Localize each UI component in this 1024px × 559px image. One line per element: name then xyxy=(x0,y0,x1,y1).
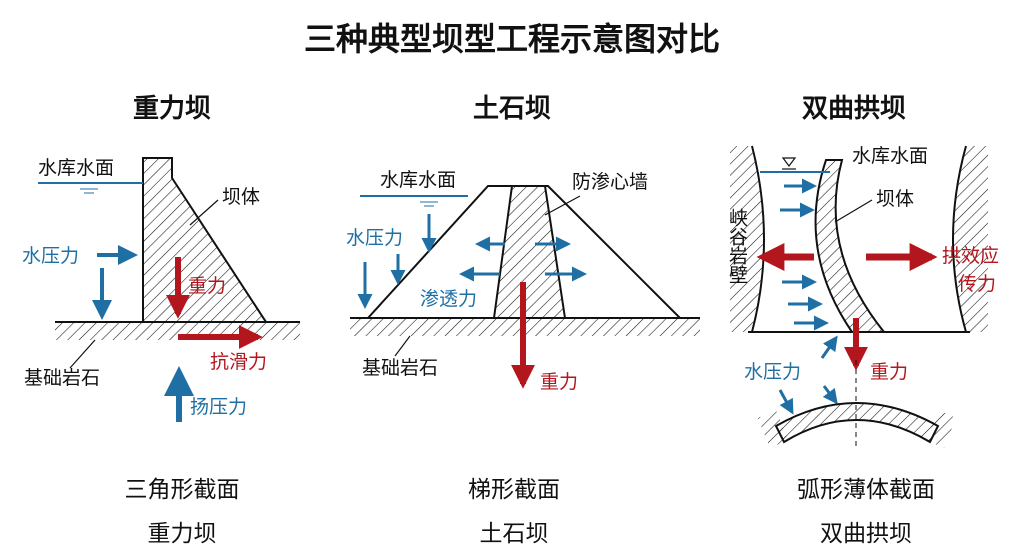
water-pressure-arrow xyxy=(820,335,838,359)
water-level-triangle xyxy=(781,157,797,167)
core-wall-leader xyxy=(544,195,581,216)
right-canyon-edge xyxy=(952,145,967,333)
caption-shape: 弧形薄体截面 xyxy=(797,477,935,503)
anti-slide-label: 抗滑力 xyxy=(210,351,267,373)
canyon-wall-label: 峡谷岩壁 xyxy=(726,208,748,284)
gravity-dam-body xyxy=(142,157,268,323)
bedrock-label: 基础岩石 xyxy=(362,357,438,379)
gravity-label: 重力 xyxy=(188,275,226,297)
gravity-label: 重力 xyxy=(540,371,578,393)
right-canyon-wall xyxy=(953,146,988,332)
water-pressure-label: 水压力 xyxy=(346,227,403,249)
bedrock-leader xyxy=(69,339,96,369)
dam-body-leader xyxy=(189,199,219,226)
core-wall xyxy=(492,185,567,319)
arch-dam-panel: 双曲拱坝 水库水面 坝体 峡谷岩壁 拱效应 传力 xyxy=(726,94,999,547)
caption-name: 重力坝 xyxy=(148,521,217,547)
dam-body-label: 坝体 xyxy=(222,186,260,208)
caption-name: 双曲拱坝 xyxy=(820,521,912,547)
bedrock-label: 基础岩石 xyxy=(24,367,100,389)
panel-heading: 双曲拱坝 xyxy=(802,94,906,124)
gravity-label: 重力 xyxy=(870,361,908,383)
dam-body-leader xyxy=(834,199,873,223)
arch-thrust-label-1: 拱效应 xyxy=(942,245,999,267)
water-pressure-arrow xyxy=(778,389,794,415)
reservoir-label: 水库水面 xyxy=(380,169,456,191)
caption-name: 土石坝 xyxy=(480,521,549,547)
bedrock-hatch xyxy=(55,322,300,340)
seepage-label: 渗透力 xyxy=(420,288,477,310)
caption-shape: 梯形截面 xyxy=(468,477,560,503)
bedrock-leader xyxy=(394,335,411,357)
water-pressure-arrow xyxy=(822,385,838,405)
core-wall-label: 防渗心墙 xyxy=(572,171,648,193)
uplift-label: 扬压力 xyxy=(190,396,247,418)
page-title: 三种典型坝型工程示意图对比 xyxy=(304,20,720,58)
water-pressure-label: 水压力 xyxy=(22,245,79,267)
left-canyon-edge xyxy=(751,145,765,333)
earth-rock-dam-panel: 土石坝 水库水面 防渗心墙 水压力 渗透力 重力 基础岩石 梯形截面 土石坝 xyxy=(346,94,700,547)
panel-heading: 土石坝 xyxy=(473,94,551,124)
arch-dam-body xyxy=(814,159,887,333)
reservoir-label: 水库水面 xyxy=(852,145,928,167)
water-pressure-label: 水压力 xyxy=(744,361,801,383)
panel-heading: 重力坝 xyxy=(133,94,211,124)
arch-water-pressure-arrows xyxy=(780,178,829,331)
arch-thrust-label-2: 传力 xyxy=(958,273,996,295)
caption-shape: 三角形截面 xyxy=(125,477,240,503)
arch-plan-view xyxy=(758,360,956,448)
gravity-dam-panel: 重力坝 水库水面 坝体 水压力 重力 抗滑力 扬压力 基础岩石 三角形截面 重力… xyxy=(22,94,300,547)
dam-body-label: 坝体 xyxy=(876,188,914,210)
left-canyon-wall xyxy=(730,146,764,332)
reservoir-label: 水库水面 xyxy=(38,157,114,179)
